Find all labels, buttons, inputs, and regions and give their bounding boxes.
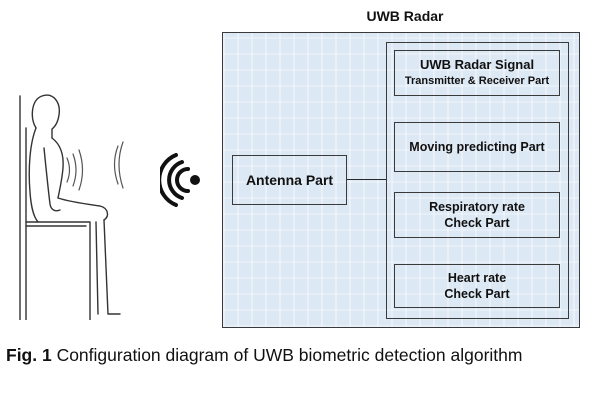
moving-predicting-part-box: Moving predicting Part	[394, 122, 560, 172]
part-label-line1: Heart rate	[447, 270, 507, 285]
heart-rate-part-box: Heart rate Check Part	[394, 264, 560, 308]
part-label-line1: Respiratory rate	[429, 199, 525, 214]
part-label-line1: UWB Radar Signal	[419, 57, 535, 73]
radar-parts-group	[386, 42, 569, 319]
part-label-line2: Transmitter & Receiver Part	[404, 75, 550, 88]
transceiver-part-box: UWB Radar Signal Transmitter & Receiver …	[394, 50, 560, 96]
wireless-signal-icon	[160, 153, 200, 207]
part-label-line2: Check Part	[444, 287, 510, 301]
respiratory-rate-part-box: Respiratory rate Check Part	[394, 192, 560, 238]
radar-title: UWB Radar	[366, 8, 444, 24]
antenna-part-box: Antenna Part	[232, 155, 347, 205]
antenna-part-label: Antenna Part	[245, 171, 334, 188]
part-label-line1: Moving predicting Part	[409, 139, 545, 154]
figure-label: Fig. 1	[6, 345, 52, 365]
radar-block	[222, 32, 580, 328]
part-label-line2: Check Part	[444, 216, 510, 230]
connector-line	[347, 179, 386, 180]
seated-person-icon	[19, 94, 124, 320]
figure-caption-text: Configuration diagram of UWB biometric d…	[51, 345, 523, 365]
figure-caption: Fig. 1 Configuration diagram of UWB biom…	[6, 342, 590, 368]
